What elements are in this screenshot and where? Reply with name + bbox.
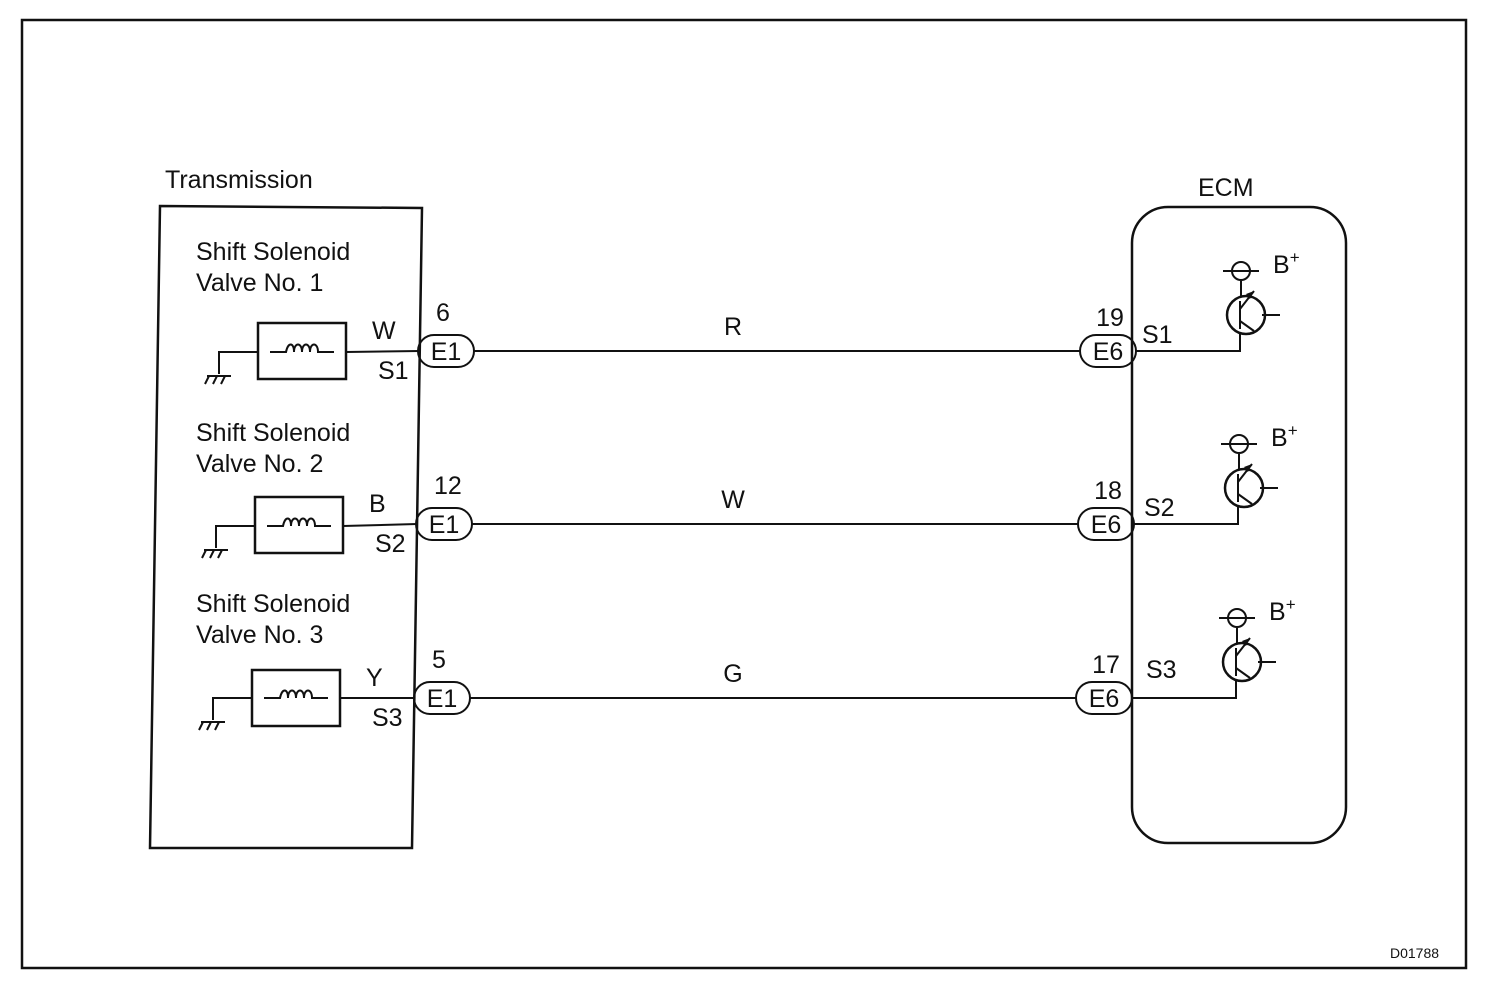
supply-sup: +: [1288, 421, 1298, 440]
coil-icon: [270, 343, 334, 353]
diagram-frame: [20, 18, 1468, 970]
ecm-terminal: S2: [1144, 494, 1175, 522]
left-pin-number: 6: [436, 299, 450, 327]
right-pin-number: 19: [1096, 304, 1124, 332]
supply-label: B+: [1271, 421, 1298, 452]
solenoid-name-line1: Shift Solenoid: [196, 590, 350, 618]
harness-color: G: [723, 660, 742, 688]
harness-color: R: [724, 313, 742, 341]
right-connector-label: E6: [1089, 685, 1120, 713]
right-connector-label: E6: [1091, 511, 1122, 539]
supply-name: B: [1273, 251, 1290, 279]
ecm-box: [1130, 205, 1348, 845]
supply-sup: +: [1290, 248, 1300, 267]
solenoid-wire-color: W: [372, 317, 396, 345]
left-connector-label: E1: [431, 338, 462, 366]
solenoid-wire-color: B: [369, 490, 386, 518]
ecm-internal-lead: [1134, 506, 1239, 525]
solenoid-name-line1: Shift Solenoid: [196, 238, 350, 266]
transistor-leads: [1237, 463, 1278, 505]
ground-lead: [218, 351, 258, 374]
solenoid-terminal: S2: [375, 530, 406, 558]
ground-icon: [201, 549, 228, 559]
transmission-box: [148, 204, 424, 850]
emitter-arrow-icon: [1242, 638, 1250, 646]
ground-lead: [212, 697, 252, 720]
ground-icon: [204, 375, 231, 385]
solenoid-name-line2: Valve No. 1: [196, 269, 323, 297]
solenoid-name-line1: Shift Solenoid: [196, 419, 350, 447]
supply-name: B: [1269, 598, 1286, 626]
solenoid-terminal: S3: [372, 704, 403, 732]
emitter-arrow-icon: [1246, 291, 1254, 299]
supply-label: B+: [1273, 248, 1300, 279]
solenoid-name-line2: Valve No. 3: [196, 621, 323, 649]
solenoid-terminal: S1: [378, 357, 409, 385]
right-pin-number: 18: [1094, 477, 1122, 505]
ground-icon: [198, 721, 225, 731]
right-pin-number: 17: [1092, 651, 1120, 679]
transistor-leads: [1235, 637, 1276, 679]
harness-color: W: [721, 486, 745, 514]
ecm-terminal: S1: [1142, 321, 1173, 349]
emitter-arrow-icon: [1244, 464, 1252, 472]
solenoid-lead: [342, 523, 418, 527]
coil-icon: [264, 689, 328, 699]
supply-label: B+: [1269, 595, 1296, 626]
transistor-leads: [1239, 290, 1280, 332]
solenoid-wire-color: Y: [366, 664, 383, 692]
coil-icon: [267, 517, 331, 527]
supply-name: B: [1271, 424, 1288, 452]
solenoid-name-line2: Valve No. 2: [196, 450, 323, 478]
left-connector-label: E1: [429, 511, 460, 539]
ecm-internal-lead: [1132, 680, 1237, 699]
right-connector-label: E6: [1093, 338, 1124, 366]
left-pin-number: 12: [434, 472, 462, 500]
transmission-title: Transmission: [165, 166, 313, 194]
ground-lead: [215, 525, 255, 548]
left-connector-label: E1: [427, 685, 458, 713]
solenoid-lead: [345, 350, 421, 353]
supply-sup: +: [1286, 595, 1296, 614]
ecm-terminal: S3: [1146, 656, 1177, 684]
ecm-title: ECM: [1198, 174, 1254, 202]
figure-id: D01788: [1390, 945, 1439, 961]
left-pin-number: 5: [432, 646, 446, 674]
ecm-internal-lead: [1136, 333, 1241, 352]
